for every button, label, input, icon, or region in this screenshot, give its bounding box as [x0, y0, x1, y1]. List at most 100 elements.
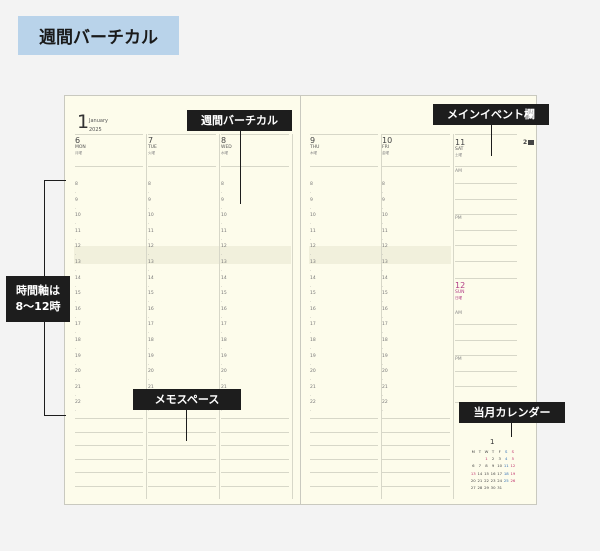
day-header-rule	[75, 166, 143, 167]
hour-label: 11	[310, 228, 316, 234]
hour-label: 17	[382, 322, 388, 328]
calendar-day: 24	[497, 477, 503, 483]
memo-line	[382, 445, 450, 446]
calendar-day: 11	[503, 463, 509, 469]
half-hour-tick: ·	[75, 221, 77, 227]
memo-line	[75, 445, 143, 446]
hour-label: 20	[382, 369, 388, 375]
half-hour-tick: ·	[310, 408, 312, 414]
half-hour-tick: ·	[382, 346, 384, 351]
day-top-rule	[148, 134, 216, 135]
saturday-line	[455, 260, 517, 262]
callout-memo-space-line	[186, 410, 187, 441]
calendar-weekday: T	[478, 449, 482, 455]
half-hour-tick: ·	[148, 330, 150, 336]
sunday-line	[455, 355, 517, 356]
memo-line	[221, 418, 289, 419]
hour-label: 19	[75, 353, 81, 359]
half-hour-tick: ·	[148, 190, 150, 195]
memo-line	[221, 458, 289, 460]
hour-label: 18	[310, 338, 316, 343]
hour-label: 9	[75, 197, 78, 203]
hour-label: 20	[75, 369, 81, 375]
half-hour-tick: ·	[382, 283, 384, 289]
weekend-top-rule	[455, 134, 517, 135]
half-hour-tick: ·	[221, 346, 223, 351]
page-number: 2	[523, 139, 528, 146]
callout-main-event-line	[491, 125, 492, 156]
hour-label: 12	[148, 244, 154, 250]
day-header-rule	[382, 166, 450, 167]
day-header-saturday: 11 SAT 土曜	[455, 139, 465, 157]
sunday-pm-label: PM	[455, 357, 462, 362]
half-hour-tick: ·	[148, 346, 150, 351]
saturday-am-label: AM	[455, 169, 462, 174]
calendar-day: 22	[484, 477, 489, 483]
calendar-weekday: S	[511, 449, 515, 455]
hour-label: 12	[382, 244, 388, 250]
callout-weekly-vertical-line	[240, 131, 241, 204]
hour-label: 10	[382, 213, 388, 219]
half-hour-tick: ·	[221, 299, 223, 305]
hour-label: 16	[310, 306, 316, 312]
half-hour-tick: ·	[148, 268, 150, 273]
day-number: 11	[455, 138, 466, 147]
day-header-rule	[148, 166, 216, 167]
half-hour-tick: ·	[75, 377, 77, 383]
day-weekday: WED	[221, 145, 232, 150]
memo-line	[382, 472, 450, 473]
hour-label: 9	[310, 197, 313, 203]
calendar-day: 5	[511, 456, 515, 462]
mini-calendar-month: 1	[490, 438, 495, 446]
half-hour-tick: ·	[310, 346, 312, 351]
day-number: 7	[148, 136, 154, 145]
day-divider	[292, 134, 293, 499]
hour-label: 13	[310, 260, 316, 265]
hour-label: 17	[148, 322, 154, 328]
half-hour-tick: ·	[75, 252, 77, 258]
memo-line	[382, 485, 450, 487]
half-hour-tick: ·	[221, 252, 223, 258]
half-hour-tick: ·	[382, 221, 384, 227]
memo-line	[75, 458, 143, 460]
calendar-day: 29	[484, 485, 489, 491]
calendar-day: 16	[490, 470, 496, 476]
calendar-day: 23	[490, 477, 496, 483]
day-divider	[219, 134, 220, 499]
half-hour-tick: ·	[310, 314, 312, 320]
memo-line	[310, 485, 378, 487]
calendar-day: 21	[477, 477, 483, 483]
hour-label: 17	[310, 322, 316, 328]
calendar-day: 4	[505, 456, 508, 462]
day-header-sunday: 12 SUN 日曜	[455, 282, 465, 300]
half-hour-tick: ·	[221, 377, 223, 383]
lunch-band	[309, 246, 451, 264]
half-hour-tick: ·	[310, 190, 312, 195]
memo-line	[310, 445, 378, 446]
saturday-line	[455, 245, 517, 246]
saturday-line	[455, 198, 517, 200]
memo-line	[75, 418, 143, 419]
day-top-rule	[75, 134, 143, 135]
hour-label: 15	[148, 291, 154, 297]
day-divider	[381, 134, 382, 499]
hour-label: 10	[221, 213, 227, 219]
hour-label: 14	[148, 275, 154, 281]
half-hour-tick: ·	[148, 205, 150, 211]
half-hour-tick: ·	[148, 314, 150, 320]
hour-label: 12	[75, 244, 81, 250]
memo-line	[75, 485, 143, 487]
day-number: 8	[221, 136, 227, 145]
calendar-day: 19	[510, 470, 516, 476]
half-hour-tick: ·	[75, 299, 77, 305]
hour-label: 22	[75, 400, 81, 406]
hour-label: 16	[221, 306, 227, 312]
page-marker: 2	[523, 139, 535, 146]
memo-line	[310, 472, 378, 473]
half-hour-tick: ·	[75, 205, 77, 211]
hour-label: 17	[221, 322, 227, 328]
